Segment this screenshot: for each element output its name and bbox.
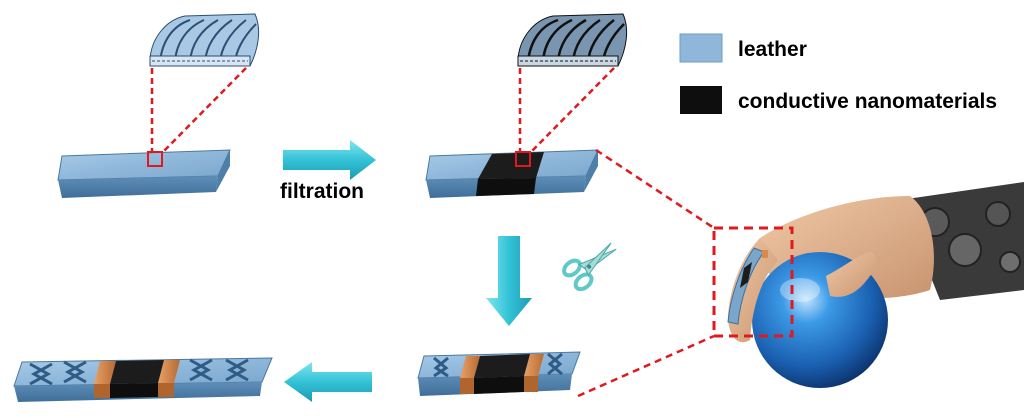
coated-fiber-bundle-icon — [517, 13, 628, 67]
sensor-highlight-box — [712, 226, 794, 338]
legend-conductive-label: conductive nanomaterials — [738, 90, 998, 113]
legend-leather-swatch — [679, 33, 723, 63]
stretched-sensor-strip — [13, 357, 273, 402]
filtration-label: filtration — [280, 180, 364, 203]
zoom-lines-middle — [518, 67, 615, 153]
leather-slab-coated — [425, 149, 599, 198]
cutting-arrow — [486, 236, 532, 326]
fiber-bundle-icon — [149, 13, 260, 67]
filtration-arrow — [283, 140, 376, 180]
leather-slab-plain — [57, 149, 231, 198]
extension-arrow — [284, 362, 372, 402]
zoom-lines-left — [150, 67, 247, 153]
scissors-icon — [562, 242, 617, 292]
zoom-lines-right — [577, 148, 715, 398]
robotic-hand-illustration — [727, 182, 1024, 388]
legend — [679, 33, 723, 114]
legend-leather-label: leather — [738, 38, 807, 61]
cut-sensor-strip — [417, 351, 581, 396]
legend-conductive-swatch — [680, 86, 722, 114]
